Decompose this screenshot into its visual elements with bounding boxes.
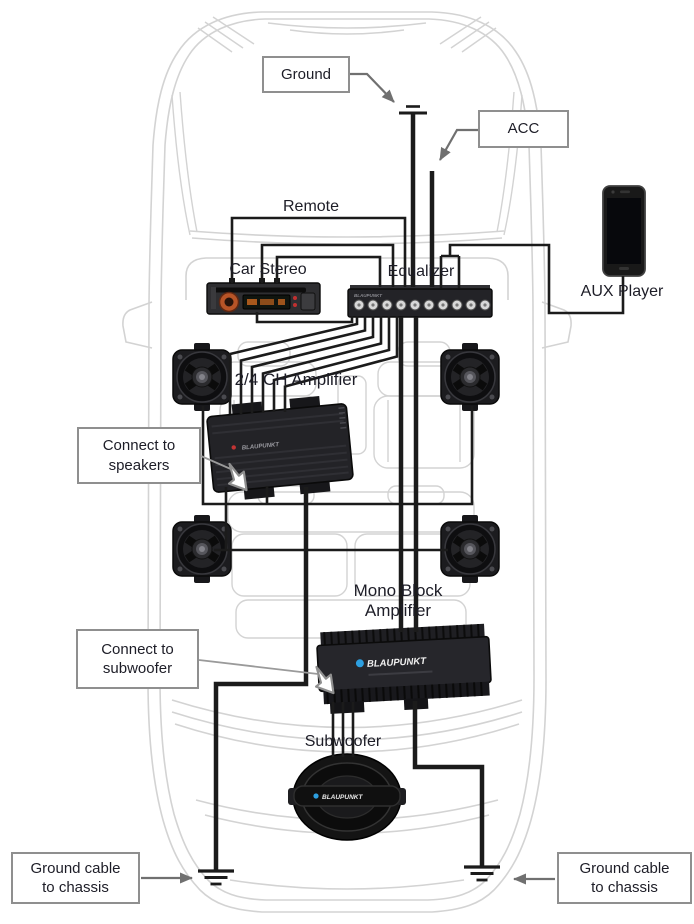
connect-speakers-line2: speakers bbox=[108, 456, 170, 474]
ground-chassis-right-line2: to chassis bbox=[591, 879, 658, 896]
connect-subwoofer-callout: Connect to subwoofer bbox=[76, 629, 199, 689]
wire-stereo-eq bbox=[255, 312, 354, 324]
subwoofer-image: BLAUPUNKT bbox=[288, 753, 406, 841]
connect-speakers-line bbox=[200, 455, 234, 471]
mono-block-label: Mono Block Amplifier bbox=[354, 581, 443, 622]
acc-callout: ACC bbox=[478, 110, 569, 148]
subwoofer-brand-text: BLAUPUNKT bbox=[322, 794, 363, 801]
ground-symbol-left bbox=[196, 869, 236, 886]
aux-player-label: AUX Player bbox=[580, 283, 664, 300]
connect-speakers-line1: Connect to bbox=[102, 437, 176, 454]
amp-brand-text: BLAUPUNKT bbox=[242, 442, 281, 452]
mono-amp-brand-text: BLAUPUNKT bbox=[367, 656, 428, 670]
ground-callout-text: Ground bbox=[280, 65, 332, 83]
connect-subwoofer-line1: Connect to bbox=[101, 640, 174, 658]
ground-symbol-top bbox=[399, 105, 427, 115]
remote-label: Remote bbox=[282, 198, 340, 215]
phone-speaker-slit bbox=[620, 190, 630, 194]
ground-chassis-left-line2: to chassis bbox=[42, 879, 109, 896]
wire-rca-2 bbox=[275, 255, 382, 287]
ground-chassis-left-callout: Ground cable to chassis bbox=[11, 852, 140, 904]
speaker-front-left bbox=[173, 343, 231, 411]
acc-callout-text: ACC bbox=[507, 120, 540, 138]
connect-subwoofer-line2: subwoofer bbox=[102, 660, 173, 677]
ground-chassis-left-line1: Ground cable bbox=[30, 859, 121, 877]
wire-eq-to-amp bbox=[228, 316, 399, 414]
subwoofer-label: Subwoofer bbox=[304, 733, 382, 750]
wire-mono-ground bbox=[412, 701, 485, 866]
equalizer-knobs bbox=[353, 299, 491, 311]
wires bbox=[201, 114, 625, 870]
amp-led bbox=[231, 445, 236, 450]
ground-chassis-right-callout: Ground cable to chassis bbox=[557, 852, 692, 904]
equalizer-image: BLAUPUNKT bbox=[347, 285, 493, 318]
wire-front-speakers bbox=[201, 406, 474, 506]
ground-callout: Ground bbox=[262, 56, 350, 93]
wire-aux bbox=[439, 243, 625, 315]
wire-rear-speakers bbox=[214, 487, 448, 552]
callout-arrows bbox=[141, 72, 555, 885]
connect-subwoofer-line bbox=[198, 659, 319, 675]
aux-phone-image bbox=[602, 185, 646, 277]
connect-speakers-callout: Connect to speakers bbox=[77, 427, 201, 484]
car-stereo-label: Car Stereo bbox=[229, 261, 307, 278]
phone-home-button bbox=[619, 267, 629, 270]
phone-camera-dot bbox=[611, 190, 615, 194]
ch-amplifier-label: 2/4 CH Amplifier bbox=[234, 370, 358, 389]
blaupunkt-dot bbox=[313, 793, 319, 799]
equalizer-brand-text: BLAUPUNKT bbox=[354, 293, 383, 298]
acc-arrow bbox=[439, 128, 478, 161]
wire-mono-to-subwoofer bbox=[331, 702, 355, 757]
ch-amplifier-image: BLAUPUNKT bbox=[206, 396, 354, 500]
mono-block-label-line1: Mono Block bbox=[353, 581, 443, 600]
wire-amp-ground bbox=[213, 487, 309, 870]
wire-remote bbox=[230, 216, 407, 287]
equalizer-label: Equalizer bbox=[387, 263, 455, 280]
ground-arrow bbox=[350, 72, 395, 103]
mono-block-label-line2: Amplifier bbox=[364, 601, 432, 621]
car-stereo-image bbox=[206, 278, 321, 315]
mono-amplifier-image: BLAUPUNKT bbox=[316, 623, 492, 714]
wire-rca-1 bbox=[260, 243, 395, 287]
ground-chassis-right-line1: Ground cable bbox=[579, 859, 670, 877]
blaupunkt-dot bbox=[355, 659, 364, 668]
speaker-front-right bbox=[441, 343, 499, 411]
speaker-rear-right bbox=[441, 515, 499, 583]
